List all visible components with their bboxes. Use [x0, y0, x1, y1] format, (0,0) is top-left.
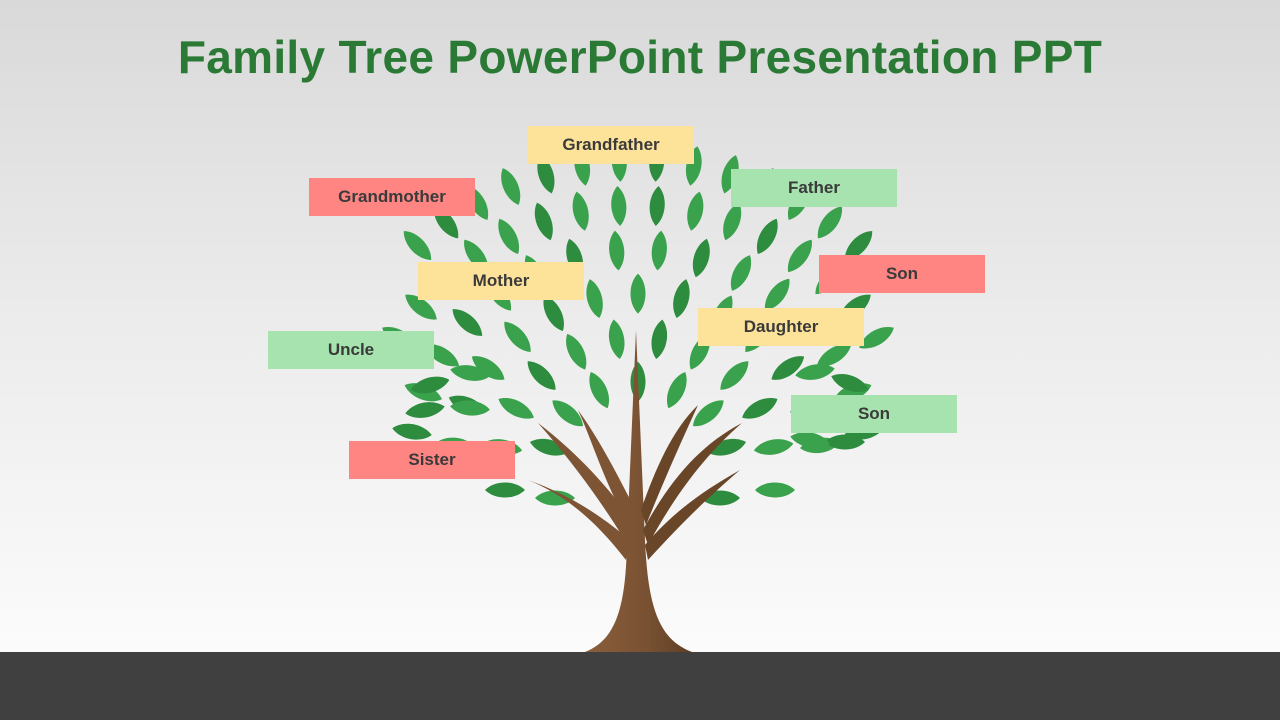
- label-text: Grandmother: [338, 187, 446, 206]
- leaf: [535, 490, 575, 506]
- leaf: [753, 439, 794, 455]
- leaf: [630, 273, 646, 314]
- label-son-1[interactable]: Son: [819, 255, 985, 293]
- leaf: [831, 373, 869, 393]
- leaf: [787, 239, 812, 273]
- leaf: [529, 438, 569, 456]
- leaf: [572, 191, 589, 231]
- label-text: Son: [885, 264, 919, 283]
- leaf: [392, 423, 432, 440]
- label-text: Son: [857, 404, 891, 423]
- leaf: [586, 279, 603, 319]
- leaf: [566, 333, 587, 370]
- leaf: [543, 295, 564, 332]
- leaf: [859, 326, 894, 349]
- leaf: [771, 356, 805, 380]
- label-text: Daughter: [743, 317, 819, 336]
- leaf: [589, 371, 609, 409]
- leaf: [790, 432, 830, 448]
- label-sister[interactable]: Sister: [349, 441, 515, 479]
- leaf: [471, 356, 505, 380]
- leaf: [450, 365, 490, 381]
- leaf: [504, 321, 531, 352]
- leaf: [534, 202, 553, 241]
- leaf: [687, 191, 704, 231]
- label-grandfather[interactable]: Grandfather: [528, 126, 694, 164]
- leaf: [452, 309, 483, 336]
- leaf: [723, 202, 742, 241]
- leaf: [825, 434, 865, 450]
- leaf: [756, 218, 778, 255]
- label-mother[interactable]: Mother: [418, 262, 584, 300]
- leaf: [692, 400, 724, 427]
- leaf: [721, 155, 739, 194]
- leaf: [651, 230, 667, 271]
- footer-bar: [0, 652, 1280, 720]
- label-grandmother[interactable]: Grandmother: [309, 178, 475, 216]
- leaf: [707, 438, 747, 456]
- label-text: Father: [788, 178, 840, 197]
- leaf: [527, 361, 556, 390]
- leaf: [765, 278, 790, 311]
- leaf: [611, 186, 627, 226]
- leaf: [649, 186, 665, 226]
- leaf: [692, 238, 710, 278]
- leaf: [450, 400, 490, 416]
- label-text: Uncle: [327, 340, 375, 359]
- leaf: [498, 218, 520, 255]
- leaf: [537, 155, 555, 194]
- label-daughter[interactable]: Daughter: [698, 308, 864, 346]
- label-text: Mother: [472, 271, 530, 290]
- leaf: [673, 279, 690, 319]
- leaf: [795, 364, 835, 380]
- leaf: [742, 398, 778, 419]
- label-text: Grandfather: [562, 135, 660, 154]
- slide-title: Family Tree PowerPoint Presentation PPT: [177, 31, 1103, 83]
- leaf: [720, 361, 749, 390]
- label-text: Sister: [408, 450, 456, 469]
- label-uncle[interactable]: Uncle: [268, 331, 434, 369]
- leaf: [608, 319, 625, 360]
- leaf: [552, 400, 584, 427]
- leaf: [405, 294, 437, 320]
- leaf: [501, 168, 521, 205]
- leaf: [816, 344, 852, 367]
- label-father[interactable]: Father: [731, 169, 897, 207]
- leaf: [410, 376, 450, 394]
- leaf: [667, 371, 687, 409]
- leaf: [730, 255, 752, 291]
- leaf: [403, 230, 432, 261]
- leaf: [755, 482, 795, 498]
- tree-trunk: [528, 330, 742, 652]
- leaf: [651, 319, 668, 360]
- leaf: [405, 402, 445, 418]
- leaf: [498, 398, 534, 419]
- leaf: [817, 206, 842, 239]
- leaf: [485, 482, 525, 498]
- leaf: [609, 230, 625, 271]
- label-son-2[interactable]: Son: [791, 395, 957, 433]
- leaf: [844, 230, 873, 261]
